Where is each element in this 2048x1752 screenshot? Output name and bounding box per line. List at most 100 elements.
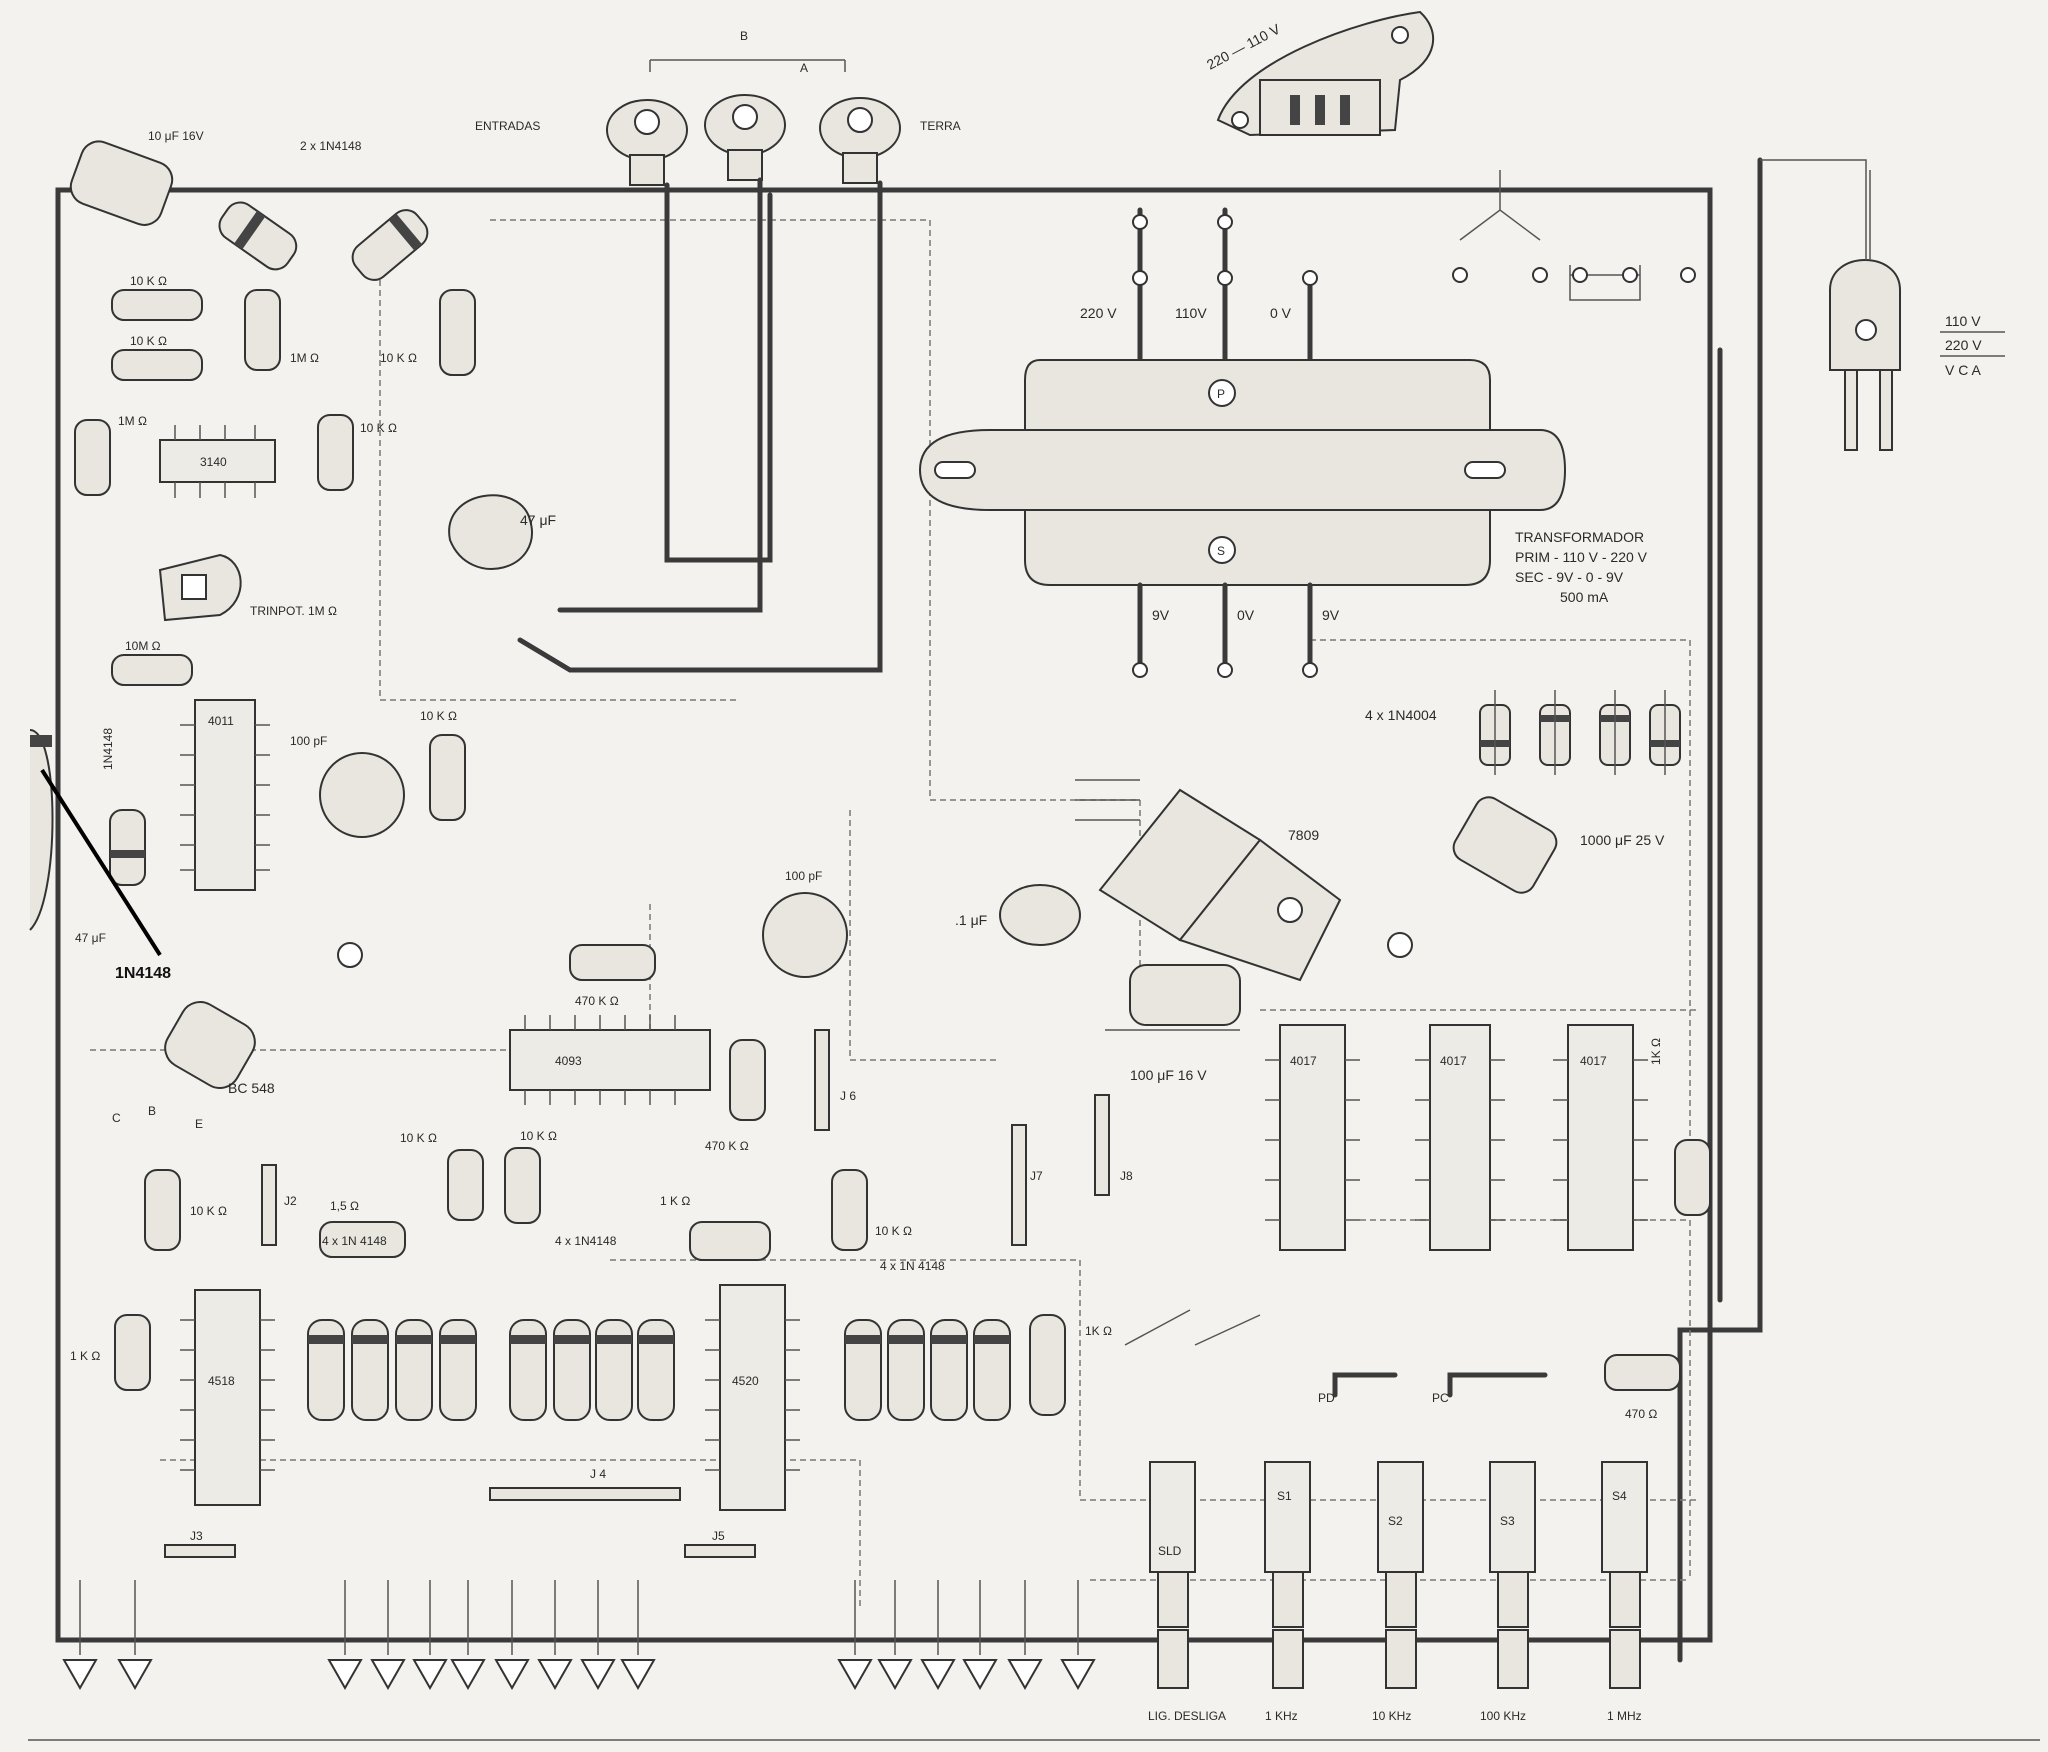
ic-4017-a: 4017 bbox=[1265, 1024, 1360, 1251]
diode-mid-label: 1N4148 bbox=[101, 728, 115, 770]
diodes-top-label: 2 x 1N4148 bbox=[300, 139, 362, 153]
diode-bank-2: 4 x 1N4148 bbox=[509, 1234, 675, 1421]
ic8-label: 4017 bbox=[1580, 1054, 1607, 1068]
j5-label: J5 bbox=[712, 1529, 725, 1543]
cap-0-1uf: .1 μF bbox=[955, 884, 1081, 946]
j8-label: J8 bbox=[1120, 1169, 1133, 1183]
ic-4017-b: 4017 bbox=[1415, 1024, 1505, 1251]
cap-1000uf: 1000 μF 25 V bbox=[1452, 796, 1665, 894]
r7-label: 10M Ω bbox=[125, 639, 161, 653]
tap-0: 0 V bbox=[1270, 305, 1292, 321]
mid-resistors: 10 K Ω 10 K Ω 10 K Ω 1,5 Ω 1 K Ω 10 K Ω … bbox=[70, 1129, 912, 1391]
cap100p-mid-label: 100 pF bbox=[785, 869, 822, 883]
cap47b-label: 47 μF bbox=[75, 931, 106, 945]
cap-100uf: 100 μF 16 V bbox=[1105, 964, 1241, 1083]
rectifier-diodes: 4 x 1N4004 bbox=[1365, 690, 1681, 775]
trimpot: TRINPOT. 1M Ω bbox=[158, 553, 337, 622]
jumpers-j2-j7-j8: J2 J7 J8 bbox=[261, 1094, 1133, 1246]
ic3-label: 4093 bbox=[555, 1054, 582, 1068]
switch-s2: S2 10 KHz bbox=[1372, 1461, 1424, 1723]
jack-1 bbox=[606, 99, 773, 563]
ic4-label: 4518 bbox=[208, 1374, 235, 1388]
spec-line-4: 500 mA bbox=[1560, 589, 1609, 605]
diode-bank-3: 4 x 1N 4148 bbox=[844, 1259, 1066, 1421]
plug-label-220: 220 V bbox=[1945, 337, 1982, 353]
r2-label: 10 K Ω bbox=[130, 334, 167, 348]
resistor-470k-mid: 470 K Ω bbox=[705, 1039, 766, 1153]
plug-label-vca: V C A bbox=[1945, 362, 1981, 378]
s2-caption: 10 KHz bbox=[1372, 1709, 1411, 1723]
s1-caption: 1 KHz bbox=[1265, 1709, 1298, 1723]
r1kc-label: 1K Ω bbox=[1085, 1324, 1112, 1338]
inputs-label: ENTRADAS bbox=[475, 119, 540, 133]
tap-9b: 9V bbox=[1322, 607, 1340, 623]
r1-label: 10 K Ω bbox=[130, 274, 167, 288]
j3-label: J3 bbox=[190, 1529, 203, 1543]
diodes-c-label: 4 x 1N 4148 bbox=[880, 1259, 945, 1273]
cap-10uf: 10 μF 16V bbox=[69, 129, 204, 226]
switch-s1: S1 1 KHz bbox=[1264, 1461, 1311, 1723]
mounting-hole-right bbox=[1387, 932, 1413, 958]
resistor-470k-top: 470 K Ω bbox=[569, 944, 656, 1008]
pd-pc-links: PD PC bbox=[1318, 1372, 1548, 1405]
jumper-j6: J 6 bbox=[814, 1029, 856, 1131]
transistor-label: BC 548 bbox=[228, 1080, 275, 1096]
pin-e: E bbox=[195, 1117, 203, 1131]
tap-220: 220 V bbox=[1080, 305, 1117, 321]
r6-label: 10 K Ω bbox=[360, 421, 397, 435]
ic-4518: 4518 bbox=[180, 1289, 275, 1506]
resistor-1k-right: 1K Ω bbox=[1649, 1038, 1711, 1216]
ic-4017-c: 4017 bbox=[1553, 1024, 1648, 1251]
cap-1000-label: 1000 μF 25 V bbox=[1580, 832, 1665, 848]
rectifier-label: 4 x 1N4004 bbox=[1365, 707, 1437, 723]
s2-label: S2 bbox=[1388, 1514, 1403, 1528]
resistor-1k-mid: 1K Ω bbox=[1085, 1309, 1261, 1346]
r470-right-label: 470 Ω bbox=[1625, 1407, 1657, 1421]
plug-label-110: 110 V bbox=[1945, 313, 1981, 329]
ic2-label: 4011 bbox=[208, 714, 234, 728]
ic6-label: 4017 bbox=[1290, 1054, 1317, 1068]
pin-c: C bbox=[112, 1111, 121, 1125]
r10kd-label: 10 K Ω bbox=[875, 1224, 912, 1238]
transformer-spec: TRANSFORMADOR PRIM - 110 V - 220 V SEC -… bbox=[1515, 529, 1648, 605]
pc-label: PC bbox=[1432, 1391, 1449, 1405]
s3-caption: 100 KHz bbox=[1480, 1709, 1526, 1723]
tap-9a: 9V bbox=[1152, 607, 1170, 623]
jack-3 bbox=[517, 97, 901, 673]
jumper-j5: J5 bbox=[684, 1529, 756, 1558]
resistor-10m: 10M Ω bbox=[111, 639, 193, 686]
resistor-470-right: 470 Ω bbox=[1604, 1354, 1681, 1421]
j7-label: J7 bbox=[1030, 1169, 1043, 1183]
r10kb-label: 10 K Ω bbox=[400, 1131, 437, 1145]
r10kc-label: 10 K Ω bbox=[520, 1129, 557, 1143]
cap-100pf-left: 100 pF bbox=[290, 734, 405, 838]
left-resistors: 10 K Ω 10 K Ω 1M Ω 1M Ω 10 K Ω 10 K Ω bbox=[74, 274, 476, 496]
r8-label: 10 K Ω bbox=[420, 709, 457, 723]
r470-label: 470 K Ω bbox=[575, 994, 619, 1008]
input-b-label: B bbox=[740, 29, 748, 43]
input-a-label: A bbox=[800, 61, 808, 75]
sld-label: SLD bbox=[1158, 1544, 1182, 1558]
callout-label: 1N4148 bbox=[115, 965, 171, 982]
ic1-label: 3140 bbox=[200, 455, 227, 469]
tap-0b: 0V bbox=[1237, 607, 1255, 623]
transformer-primary-taps: 220 V 110V 0 V bbox=[1080, 207, 1318, 363]
s3-label: S3 bbox=[1500, 1514, 1515, 1528]
r5-label: 10 K Ω bbox=[380, 351, 417, 365]
power-plug: 110 V 220 V V C A bbox=[1760, 159, 2005, 451]
transistor-bc548: BC 548 C B E bbox=[112, 1001, 275, 1131]
cap47-label: 47 μF bbox=[520, 512, 556, 528]
spec-line-1: TRANSFORMADOR bbox=[1515, 529, 1644, 545]
diodes-2x1n4148: 2 x 1N4148 bbox=[218, 139, 429, 281]
j4-label: J 4 bbox=[590, 1467, 606, 1481]
s4-caption: 1 MHz bbox=[1607, 1709, 1642, 1723]
switch-sld: SLD LIG. DESLIGA bbox=[1148, 1461, 1226, 1723]
cap100p-label: 100 pF bbox=[290, 734, 327, 748]
input-jacks: B A ENTRADAS TERRA bbox=[475, 29, 961, 673]
diodes-a-label: 4 x 1N 4148 bbox=[322, 1234, 387, 1248]
r3-label: 1M Ω bbox=[290, 351, 319, 365]
r1k-right-label: 1K Ω bbox=[1649, 1038, 1663, 1065]
transformer: 220 V 110V 0 V P S 9V 0V 9V TRANSFORMADO… bbox=[918, 207, 1648, 678]
spec-line-3: SEC - 9V - 0 - 9V bbox=[1515, 569, 1624, 585]
